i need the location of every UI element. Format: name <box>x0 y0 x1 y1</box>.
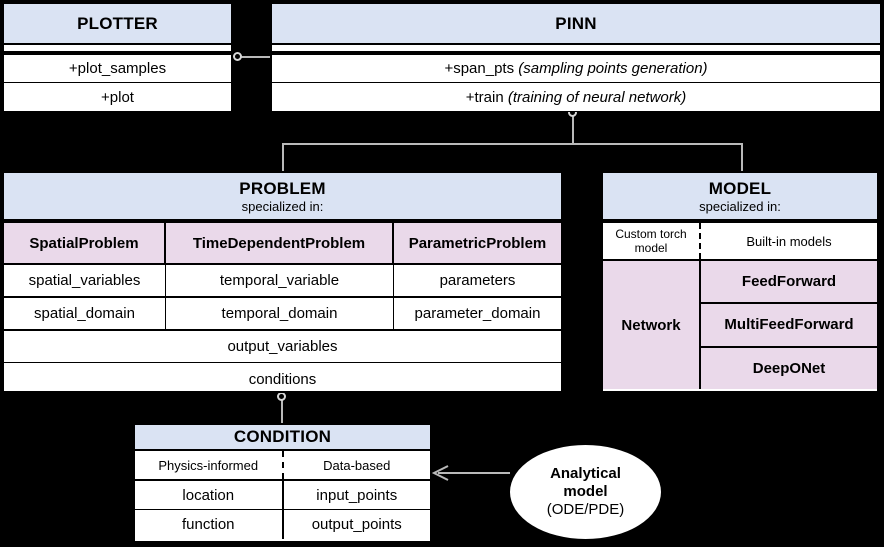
plotter-method-plot[interactable]: +plot <box>4 82 231 111</box>
plotter-empty-band <box>4 45 231 53</box>
condition-attribute-function: function <box>135 510 284 539</box>
plotter-title: PLOTTER <box>77 13 158 33</box>
pinn-header: PINN <box>272 4 880 45</box>
attribute-temporal-variable: temporal_variable <box>166 265 394 296</box>
plotter-method-plot-samples[interactable]: +plot_samples <box>4 53 231 82</box>
pinn-method-note: (training of neural network) <box>507 88 687 106</box>
model-title: MODEL <box>708 178 772 198</box>
condition-row-1: location input_points <box>135 479 430 509</box>
model-network-cell[interactable]: Network <box>603 261 701 389</box>
problem-subtitle: specialized in: <box>241 198 324 214</box>
condition-title: CONDITION <box>233 427 332 446</box>
analytical-subtitle: (ODE/PDE) <box>546 501 625 518</box>
connector-plotter-to-pinn <box>240 56 272 58</box>
condition-attribute-location: location <box>135 481 284 509</box>
arrow-analytical-to-condition <box>431 465 510 481</box>
problem-attribute-row-1: spatial_variables temporal_variable para… <box>4 263 561 296</box>
class-box-problem[interactable]: PROBLEM specialized in: SpatialProblem T… <box>2 171 563 393</box>
model-builtin-multifeedforward[interactable]: MultiFeedForward <box>701 302 877 346</box>
class-box-model[interactable]: MODEL specialized in: Custom torch model… <box>601 171 879 393</box>
condition-kind-data-based: Data-based <box>323 457 391 473</box>
pinn-method-label: +span_pts <box>444 60 515 77</box>
model-header: MODEL specialized in: <box>603 173 877 221</box>
model-builtin-stack: FeedForward MultiFeedForward DeepONet <box>701 261 877 389</box>
connector-bus-to-model <box>741 143 743 173</box>
connector-bus-horizontal <box>283 143 743 145</box>
model-kind-row: Custom torch model Built-in models <box>603 221 877 259</box>
condition-kind-physics-informed: Physics-informed <box>135 451 284 479</box>
connector-pinn-to-bus <box>572 112 574 145</box>
class-box-condition[interactable]: CONDITION Physics-informed Data-based lo… <box>133 423 432 543</box>
condition-attribute-input-points: input_points <box>316 486 398 504</box>
attribute-parameters: parameters <box>439 272 516 289</box>
pinn-method-train[interactable]: +train (training of neural network) <box>272 82 880 111</box>
condition-attribute-output-points: output_points <box>311 516 402 533</box>
problem-subclass-row: SpatialProblem TimeDependentProblem Para… <box>4 221 561 263</box>
analytical-title-line2: model <box>563 483 608 500</box>
model-builtin-deeponet[interactable]: DeepONet <box>701 345 877 389</box>
pinn-empty-band <box>272 45 880 53</box>
problem-title: PROBLEM <box>239 178 326 198</box>
socket-plotter-icon <box>233 52 242 61</box>
pinn-method-note: (sampling points generation) <box>518 60 708 77</box>
model-kind-builtin: Built-in models <box>746 233 832 249</box>
attribute-spatial-domain: spatial_domain <box>4 298 166 329</box>
pinn-title: PINN <box>555 13 597 33</box>
connector-problem-to-condition <box>281 393 283 425</box>
attribute-parameter-domain: parameter_domain <box>414 305 541 322</box>
class-box-plotter[interactable]: PLOTTER +plot_samples +plot <box>2 2 233 112</box>
subclass-time-dependent-problem[interactable]: TimeDependentProblem <box>166 223 394 263</box>
socket-condition-icon <box>277 392 286 401</box>
condition-kind-row: Physics-informed Data-based <box>135 451 430 479</box>
subclass-spatial-problem[interactable]: SpatialProblem <box>4 223 166 263</box>
model-builtin-feedforward[interactable]: FeedForward <box>701 261 877 303</box>
attribute-output-variables: output_variables <box>4 329 561 362</box>
plotter-header: PLOTTER <box>4 4 231 45</box>
attribute-spatial-variables: spatial_variables <box>4 265 166 296</box>
class-box-pinn[interactable]: PINN +span_pts (sampling points generati… <box>270 2 882 112</box>
subclass-parametric-problem[interactable]: ParametricProblem <box>394 223 561 263</box>
model-subtitle: specialized in: <box>699 198 781 214</box>
condition-row-2: function output_points <box>135 509 430 539</box>
problem-attribute-row-2: spatial_domain temporal_domain parameter… <box>4 296 561 329</box>
problem-header: PROBLEM specialized in: <box>4 173 561 221</box>
pinn-method-label: +train <box>465 88 504 106</box>
pinn-method-span-pts[interactable]: +span_pts (sampling points generation) <box>272 53 880 82</box>
attribute-temporal-domain: temporal_domain <box>166 298 394 329</box>
node-analytical-model[interactable]: Analytical model (ODE/PDE) <box>508 443 663 541</box>
model-body: Network FeedForward MultiFeedForward Dee… <box>603 259 877 389</box>
plotter-method-label: +plot <box>101 88 134 106</box>
model-kind-custom-torch: Custom torch model <box>603 223 701 259</box>
analytical-title-line1: Analytical <box>550 465 621 482</box>
connector-bus-to-problem <box>282 143 284 173</box>
attribute-conditions: conditions <box>4 362 561 395</box>
plotter-method-label: +plot_samples <box>68 60 167 77</box>
condition-header: CONDITION <box>135 425 430 451</box>
